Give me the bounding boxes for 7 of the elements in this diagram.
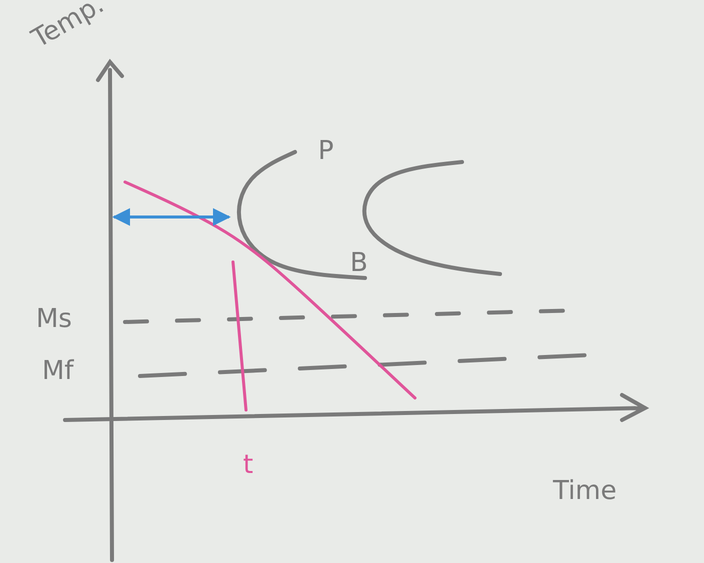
time-label: t — [243, 452, 254, 478]
region-label: P — [318, 138, 334, 164]
axis-title: Time — [553, 478, 617, 504]
temperature-label: Ms — [36, 306, 72, 332]
region-label: B — [350, 250, 368, 276]
temperature-label: Mf — [42, 358, 74, 384]
axis-title: Temp. — [28, 0, 108, 53]
